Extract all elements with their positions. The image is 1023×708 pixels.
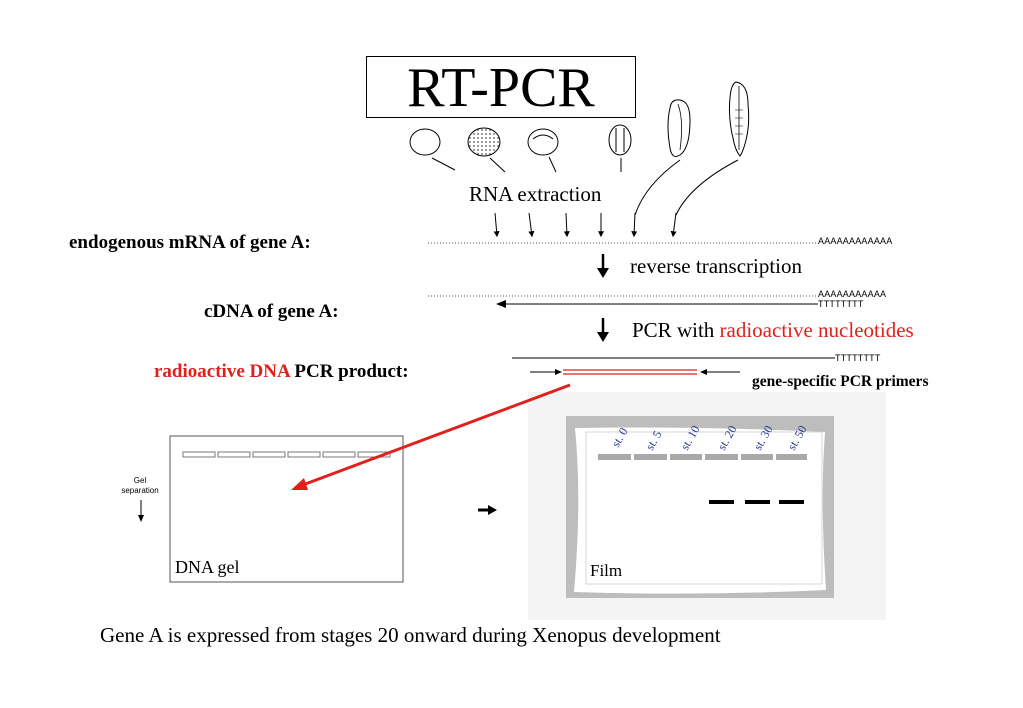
cdna-polyT-tail: TTTTTTTT: [818, 299, 864, 309]
dna-gel-box: [169, 435, 404, 583]
cdna-polyA-tail: AAAAAAAAAAA: [818, 289, 887, 299]
embryo-connectors: [431, 156, 739, 216]
film-bands: [709, 500, 804, 504]
gel-separation-label: Gel separation: [118, 476, 162, 496]
gel-to-film-arrow: [478, 505, 497, 515]
mrna-row-label: endogenous mRNA of gene A:: [69, 232, 311, 253]
gel-separation-line1: Gel: [133, 476, 147, 485]
film-label: Film: [590, 561, 623, 580]
film-wells: [598, 454, 807, 460]
primers-label: gene-specific PCR primers: [752, 373, 929, 390]
caption: Gene A is expressed from stages 20 onwar…: [100, 623, 721, 647]
rna-extraction-label: RNA extraction: [469, 182, 602, 206]
product-row-label: radioactive DNA PCR product:: [154, 361, 409, 383]
radioactive-pcr-product-icon: [563, 369, 697, 375]
embryo-gastrula-icon: [527, 128, 559, 156]
product-polyT-tail: TTTTTTTT: [835, 353, 881, 363]
gel-separation-line2: separation: [121, 486, 159, 495]
film-band: [779, 500, 804, 504]
embryo-blastula-icon: [467, 127, 501, 157]
cdna-new-strand: [496, 300, 818, 308]
reverse-primer-arrow: [700, 369, 740, 375]
pcr-step-prefix: PCR with: [632, 318, 720, 342]
embryo-tailbud-icon: [667, 99, 691, 157]
pcr-step-radioactive: radioactive nucleotides: [719, 318, 914, 342]
film-band: [745, 500, 770, 504]
embryo-tadpole-icon: [728, 81, 750, 157]
extraction-arrows: [493, 212, 677, 238]
product-row-label-black: PCR product:: [289, 361, 409, 382]
page-title: RT-PCR: [366, 56, 636, 119]
dna-gel-label: DNA gel: [175, 557, 240, 577]
cdna-row-label: cDNA of gene A:: [204, 301, 339, 322]
gel-wells: [182, 451, 391, 458]
gel-separation-arrow: [138, 500, 144, 522]
embryo-egg-icon: [409, 128, 441, 156]
product-row-label-red: radioactive DNA: [154, 361, 290, 382]
pcr-step-label: PCR with radioactive nucleotides: [632, 318, 914, 343]
forward-primer-arrow: [530, 369, 562, 375]
pcr-down-arrow: [597, 318, 609, 342]
film-band: [709, 500, 734, 504]
rt-down-arrow: [597, 254, 609, 278]
embryo-neurula-icon: [608, 124, 632, 156]
load-into-gel-arrow: [291, 383, 571, 490]
mrna-polyA-tail: AAAAAAAAAAAA: [818, 236, 893, 246]
reverse-transcription-label: reverse transcription: [630, 254, 803, 278]
